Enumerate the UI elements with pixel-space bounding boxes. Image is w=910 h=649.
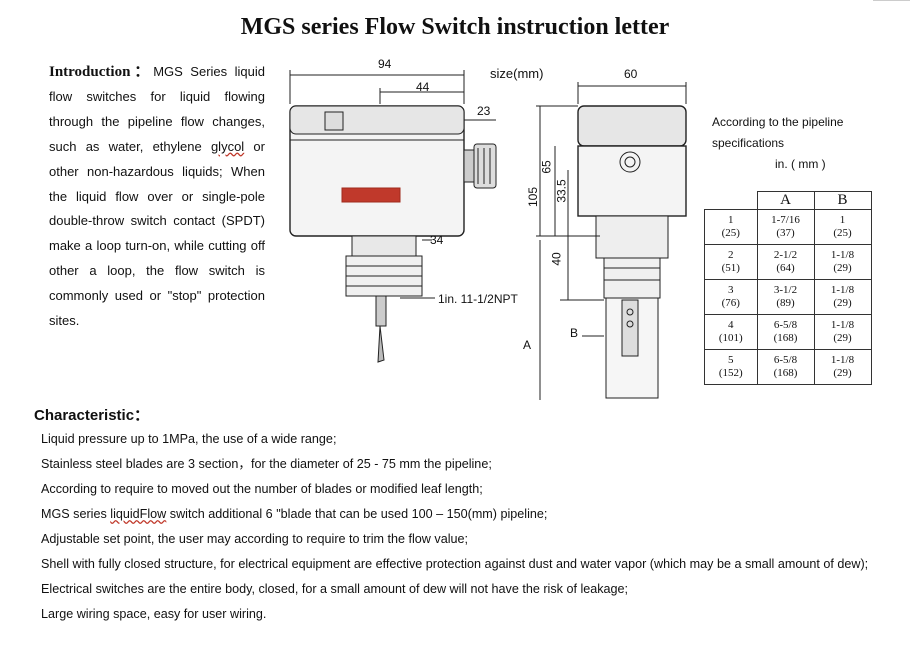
table-header-a: A bbox=[756, 191, 815, 210]
cell-a: 1-7/16 bbox=[771, 214, 800, 226]
list-item: Stainless steel blades are 3 section，for… bbox=[41, 457, 492, 471]
table-row: 3(76) 3-1/2(89) 1-1/8(29) bbox=[704, 279, 872, 315]
intro-wavy-word: glycol bbox=[210, 138, 245, 154]
dim-34: 34 bbox=[430, 233, 444, 247]
dim-40: 40 bbox=[549, 252, 564, 266]
size-label: size(mm) bbox=[490, 66, 544, 81]
cell-a: 6-5/8 bbox=[773, 354, 798, 366]
dim-105: 105 bbox=[526, 186, 541, 208]
cell-pipe: 2 bbox=[728, 249, 734, 261]
cell-b: 1 bbox=[839, 214, 846, 226]
list-item: According to require to moved out the nu… bbox=[41, 482, 483, 496]
list-item: Large wiring space, easy for user wiring… bbox=[41, 607, 267, 621]
cell-pipe: 3 bbox=[728, 284, 734, 296]
introduction-heading: Introduction： bbox=[49, 64, 154, 80]
dim-60: 60 bbox=[624, 67, 638, 81]
cell-b-mm: (29) bbox=[833, 297, 852, 309]
dim-a: A bbox=[523, 338, 532, 352]
cell-b-mm: (29) bbox=[833, 367, 852, 379]
table-row: 5(152) 6-5/8(168) 1-1/8(29) bbox=[704, 349, 872, 385]
dim-33-5: 33.5 bbox=[554, 179, 569, 203]
list-item: Adjustable set point, the user may accor… bbox=[41, 532, 469, 546]
cell-a: 6-5/8 bbox=[773, 319, 798, 331]
cell-b: 1-1/8 bbox=[830, 354, 855, 366]
list-item: Electrical switches are the entire body,… bbox=[41, 582, 629, 596]
cell-a: 2-1/2 bbox=[773, 249, 798, 261]
table-header-b: B bbox=[813, 191, 872, 210]
unit-label: in. ( mm ) bbox=[775, 157, 826, 171]
cell-pipe: 1 bbox=[728, 214, 734, 226]
characteristic-heading: Characteristic： bbox=[34, 407, 150, 424]
cell-pipe-mm: (101) bbox=[718, 332, 743, 344]
cell-a-mm: (89) bbox=[776, 297, 795, 309]
list-item: Liquid pressure up to 1MPa, the use of a… bbox=[41, 432, 337, 446]
cell-b-mm: (29) bbox=[833, 332, 852, 344]
cell-b: 1-1/8 bbox=[830, 284, 855, 296]
cell-a-mm: (64) bbox=[776, 262, 795, 274]
dim-94: 94 bbox=[378, 57, 392, 71]
dim-23: 23 bbox=[477, 104, 491, 118]
cell-pipe-mm: (51) bbox=[721, 262, 740, 274]
introduction-paragraph: Introduction：MGS Series liquid flow swit… bbox=[49, 60, 265, 334]
cell-pipe-mm: (76) bbox=[721, 297, 740, 309]
cell-a-mm: (168) bbox=[773, 332, 798, 344]
cell-b: 1-1/8 bbox=[830, 319, 855, 331]
cell-b-mm: (29) bbox=[833, 262, 852, 274]
table-row: 1(25) 1-7/16(37) 1(25) bbox=[704, 209, 872, 245]
cell-pipe-mm: (25) bbox=[721, 227, 740, 239]
cell-a: 3-1/2 bbox=[773, 284, 798, 296]
cell-pipe: 5 bbox=[728, 354, 734, 366]
list-item: Shell with fully closed structure, for e… bbox=[41, 557, 869, 571]
pipeline-spec-note: According to the pipeline specifications bbox=[712, 112, 843, 154]
top-edge-line bbox=[873, 0, 910, 1]
intro-text-1: MGS Series liquid flow switches for liqu… bbox=[49, 64, 265, 154]
spec-line-2: specifications bbox=[712, 136, 785, 150]
item-text-2: switch additional 6 "blade that can be u… bbox=[166, 507, 548, 521]
list-item: MGS series liquidFlow switch additional … bbox=[41, 505, 868, 530]
intro-text-2: or other non-hazardous liquids; When the… bbox=[49, 138, 265, 329]
item-wavy-word: liquidFlow bbox=[110, 507, 167, 521]
cell-a-mm: (37) bbox=[776, 227, 795, 239]
characteristic-list: Liquid pressure up to 1MPa, the use of a… bbox=[41, 430, 868, 630]
dim-65: 65 bbox=[539, 160, 554, 174]
cell-a-mm: (168) bbox=[773, 367, 798, 379]
cell-pipe: 4 bbox=[728, 319, 734, 331]
spec-line-1: According to the pipeline bbox=[712, 115, 844, 129]
item-text-1: MGS series bbox=[41, 507, 111, 521]
table-row: 4(101) 6-5/8(168) 1-1/8(29) bbox=[704, 314, 872, 350]
table-header-blank bbox=[705, 192, 758, 210]
dim-44: 44 bbox=[416, 80, 430, 94]
cell-b-mm: (25) bbox=[833, 227, 852, 239]
thread-label: 1in. 11-1/2NPT bbox=[438, 292, 518, 306]
dimension-table: A B 1(25) 1-7/16(37) 1(25) 2(51) 2-1/2(6… bbox=[704, 191, 872, 385]
page-title: MGS series Flow Switch instruction lette… bbox=[240, 14, 670, 40]
cell-b: 1-1/8 bbox=[830, 249, 855, 261]
dim-b: B bbox=[570, 326, 579, 340]
cell-pipe-mm: (152) bbox=[718, 367, 743, 379]
table-row: 2(51) 2-1/2(64) 1-1/8(29) bbox=[704, 244, 872, 280]
